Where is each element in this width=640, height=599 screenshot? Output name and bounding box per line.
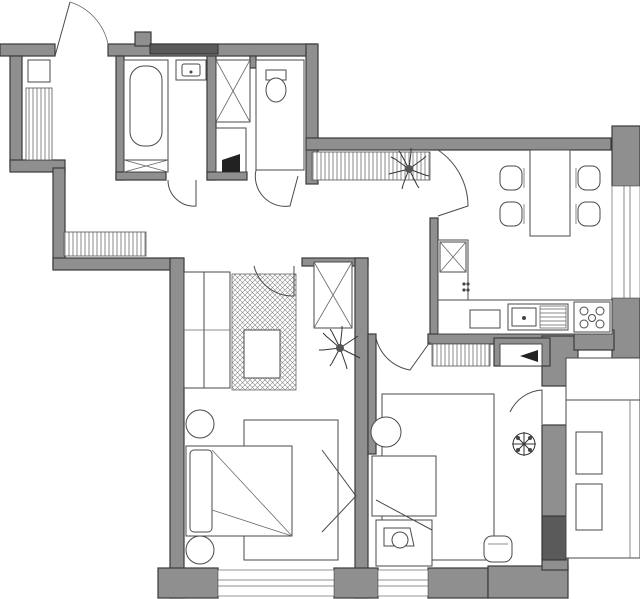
entrance-door (54, 1, 109, 57)
living-door (253, 265, 295, 297)
wardrobe (313, 261, 353, 329)
toilet (215, 59, 305, 207)
walls (0, 31, 640, 599)
study (370, 389, 543, 567)
bedroom (185, 409, 357, 565)
bathroom (123, 59, 207, 207)
plant-icon (512, 432, 536, 456)
kitchen-door (437, 149, 469, 217)
windows (217, 185, 640, 597)
kitchen-counter (437, 239, 613, 335)
plant-icon (388, 148, 430, 190)
balcony (565, 357, 640, 559)
dining-table (499, 149, 601, 237)
plant-icon (319, 326, 361, 370)
utility-shelf (431, 343, 543, 367)
sofa (183, 271, 231, 389)
entry-closet (25, 59, 147, 257)
study-door (375, 337, 431, 371)
rug (231, 273, 297, 391)
